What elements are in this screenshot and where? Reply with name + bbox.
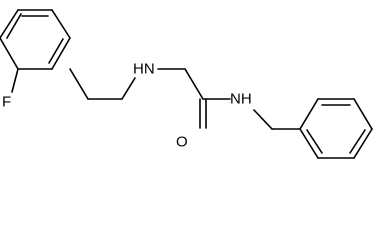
chemical-structure-diagram: F HN O NH [0, 9, 373, 159]
ring2-bond-lower-right [353, 128, 373, 159]
ring-to-ch2-bond [69, 68, 89, 100]
ring1-bond-top-right [51, 9, 71, 39]
ch2-to-nh-bond [121, 77, 136, 100]
carbonyl-oxygen-label: O [176, 134, 188, 151]
fluorine-atom-label: F [2, 94, 11, 111]
ring2-double-right [349, 129, 366, 154]
ring1-bond-bottom-left [0, 37, 19, 70]
nh-to-benzyl-ch2-bond [253, 109, 273, 130]
fluorophenyl-ring [0, 9, 71, 70]
ring2-bond-upper-right [353, 98, 373, 130]
c-f-bond [11, 68, 19, 93]
ring1-bond-bottom-right [51, 37, 71, 70]
ring1-bond-top-left [0, 9, 19, 39]
ring2-bond-lower-left [299, 128, 319, 159]
ring1-double-right [48, 38, 64, 64]
ring2-double-left [306, 129, 323, 154]
ring2-bond-upper-left [299, 98, 319, 130]
benzyl-phenyl-ring [299, 98, 373, 159]
ring1-double-left [6, 13, 22, 39]
amine-nh-label: HN [133, 61, 155, 78]
amide-nh-label: NH [230, 91, 252, 108]
ch2-to-carbonyl-bond [184, 68, 204, 100]
